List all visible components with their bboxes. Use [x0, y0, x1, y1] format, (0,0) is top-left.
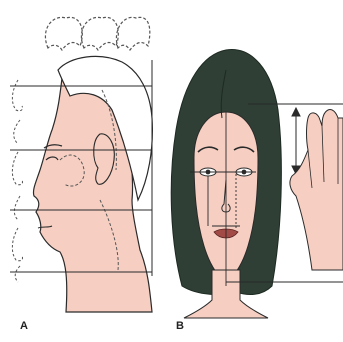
panel-a-label: A	[20, 320, 28, 332]
hand-illustration	[290, 109, 343, 270]
panel-a-profile	[10, 17, 152, 312]
panel-b-label: B	[176, 320, 184, 332]
dashed-nose-variants	[12, 80, 22, 282]
dashed-hair-outlines	[45, 17, 149, 50]
hand-icon	[290, 109, 343, 270]
